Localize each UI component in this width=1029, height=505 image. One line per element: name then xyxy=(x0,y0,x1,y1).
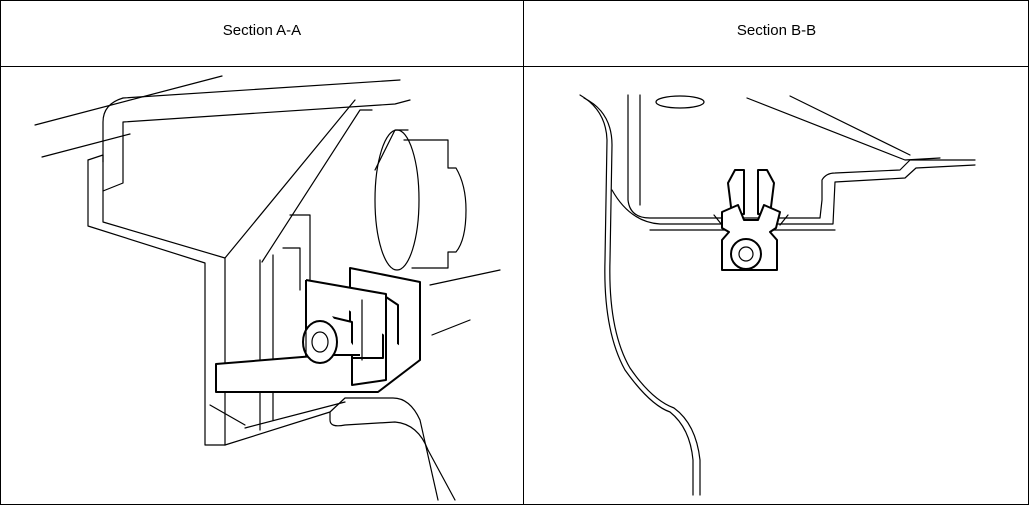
section-b-b-title: Section B-B xyxy=(736,22,817,39)
section-a-a-title: Section A-A xyxy=(222,22,302,39)
section-b-b-illustration xyxy=(579,94,976,496)
section-a-a-illustration xyxy=(34,75,501,501)
push-pin-clip xyxy=(713,169,789,271)
